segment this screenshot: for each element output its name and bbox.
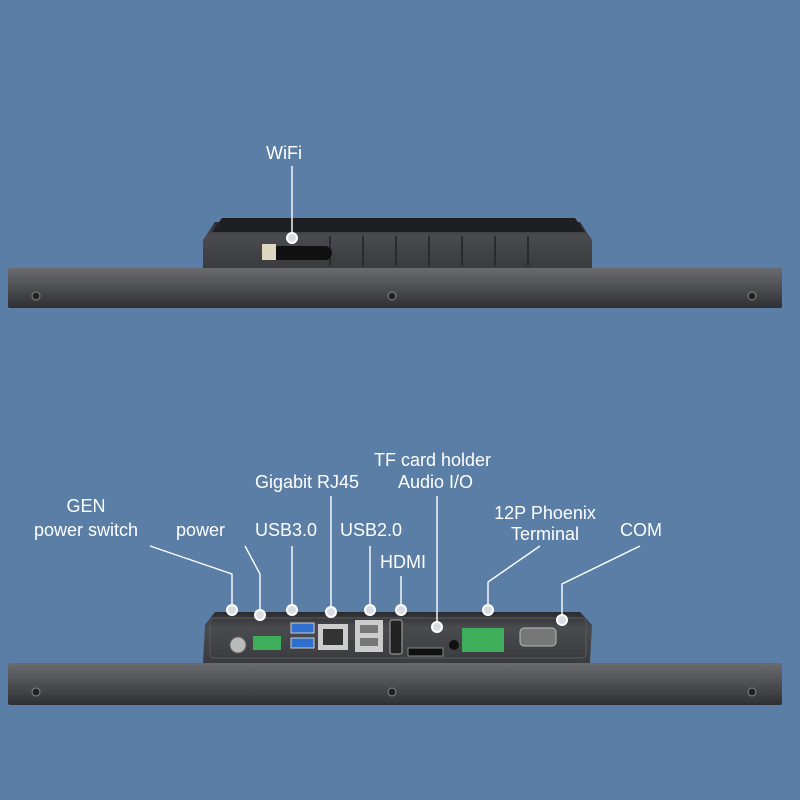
phoenix-label-line1: 12P Phoenix: [494, 503, 596, 523]
usb2-port: [355, 620, 383, 652]
rj45-label: Gigabit RJ45: [255, 472, 360, 492]
usb3-label: USB3.0: [255, 520, 318, 540]
wifi-antenna: [272, 246, 332, 260]
bottom-bezel: [8, 663, 782, 705]
hdmi-port: [389, 619, 403, 655]
hdmi-label: HDMI: [380, 552, 426, 572]
wifi-label: WiFi: [266, 143, 302, 163]
power-label: power: [176, 520, 226, 540]
marker-dots: [226, 232, 568, 633]
tf-slot: [407, 647, 444, 657]
dc-terminal: [253, 636, 281, 650]
phoenix-label-line2: Terminal: [510, 524, 580, 544]
top-view: [8, 218, 782, 308]
usb3-port-2: [290, 637, 315, 649]
top-bezel: [8, 268, 782, 308]
usb3-port-1: [290, 622, 315, 634]
audio-label: Audio I/O: [398, 472, 474, 492]
gen-label-line1: GEN: [66, 496, 106, 516]
power-switch: [229, 636, 247, 654]
gen-label-line2: power switch: [33, 520, 139, 540]
leader-lines: [149, 166, 641, 624]
bottom-view: [8, 612, 782, 705]
usb2-label: USB2.0: [340, 520, 403, 540]
phoenix-terminal: [462, 628, 504, 652]
com-port: [519, 627, 557, 647]
audio-jack: [449, 640, 459, 650]
com-label: COM: [620, 520, 662, 540]
tf-card-label: TF card holder: [374, 450, 492, 470]
